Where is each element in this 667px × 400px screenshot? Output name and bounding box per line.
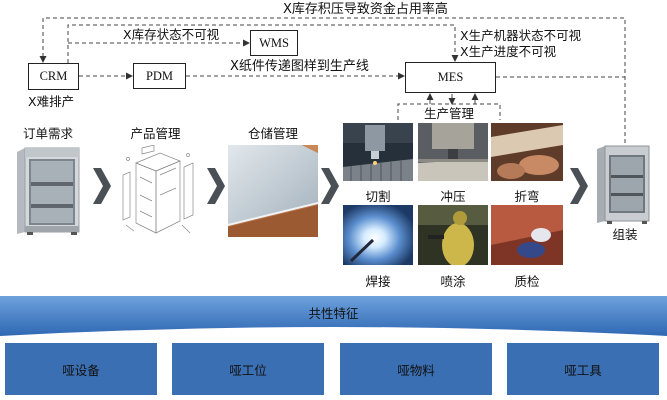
feature-label: 哑设备 xyxy=(62,362,100,378)
feature-box-dumb-material: 哑物料 xyxy=(340,343,492,395)
inventory-backlog-connector xyxy=(39,17,626,143)
feature-label: 哑工具 xyxy=(564,362,602,378)
chevron-right-icon xyxy=(321,168,339,204)
inspection-photo xyxy=(491,205,563,265)
process-label-punching: 冲压 xyxy=(440,189,466,204)
common-features-banner xyxy=(0,296,667,336)
stage-label-order: 订单需求 xyxy=(22,126,73,141)
common-features-title: 共性特征 xyxy=(308,306,359,321)
chevron-right-icon xyxy=(93,168,111,204)
bending-photo xyxy=(491,123,563,181)
wms-label: WMS xyxy=(259,35,289,50)
pdm-system-box: PDM xyxy=(133,63,186,89)
stage-label-product: 产品管理 xyxy=(130,126,181,141)
mes-system-box: MES xyxy=(405,62,496,93)
process-label-welding: 焊接 xyxy=(365,274,391,289)
chevron-right-icon xyxy=(207,168,225,204)
cutting-photo xyxy=(343,123,413,181)
pdm-label: PDM xyxy=(145,68,174,83)
welding-photo xyxy=(343,205,413,265)
sheet-metal-stock-photo xyxy=(228,145,318,237)
crm-mes-connector xyxy=(67,24,459,63)
order-cabinet-photo xyxy=(15,146,81,236)
issue-machine-state-invisible: X生产机器状态不可视 xyxy=(460,28,582,43)
chevron-right-icon xyxy=(570,168,588,204)
feature-label: 哑物料 xyxy=(397,362,435,378)
feature-box-dumb-workstation: 哑工位 xyxy=(172,343,324,395)
process-label-cutting: 切割 xyxy=(365,189,391,204)
feature-box-dumb-tools: 哑工具 xyxy=(507,343,659,395)
mes-label: MES xyxy=(437,70,464,84)
crm-system-box: CRM xyxy=(28,63,79,90)
feature-label: 哑工位 xyxy=(229,362,267,378)
issue-inventory-invisible: X库存状态不可视 xyxy=(123,27,220,42)
issue-progress-invisible: X生产进度不可视 xyxy=(460,44,557,59)
product-design-drawing xyxy=(120,145,196,240)
process-label-spraying: 喷涂 xyxy=(440,274,466,289)
issue-inventory-backlog: X库存积压导致资金占用率高 xyxy=(283,2,448,17)
stage-label-production: 生产管理 xyxy=(423,106,474,121)
crm-label: CRM xyxy=(39,69,68,83)
process-label-inspection: 质检 xyxy=(514,274,540,289)
punching-photo xyxy=(418,123,488,181)
spraying-photo xyxy=(418,205,488,265)
feature-box-dumb-equipment: 哑设备 xyxy=(5,343,157,395)
issue-paper-drawings: X纸件传递图样到生产线 xyxy=(230,59,369,74)
stage-label-assembly: 组装 xyxy=(612,227,638,242)
assembled-cabinet-photo xyxy=(595,145,651,225)
process-label-bending: 折弯 xyxy=(514,189,540,204)
wms-system-box: WMS xyxy=(250,30,298,56)
issue-hard-scheduling: X难排产 xyxy=(28,94,75,109)
stage-label-warehouse: 仓储管理 xyxy=(247,126,298,141)
